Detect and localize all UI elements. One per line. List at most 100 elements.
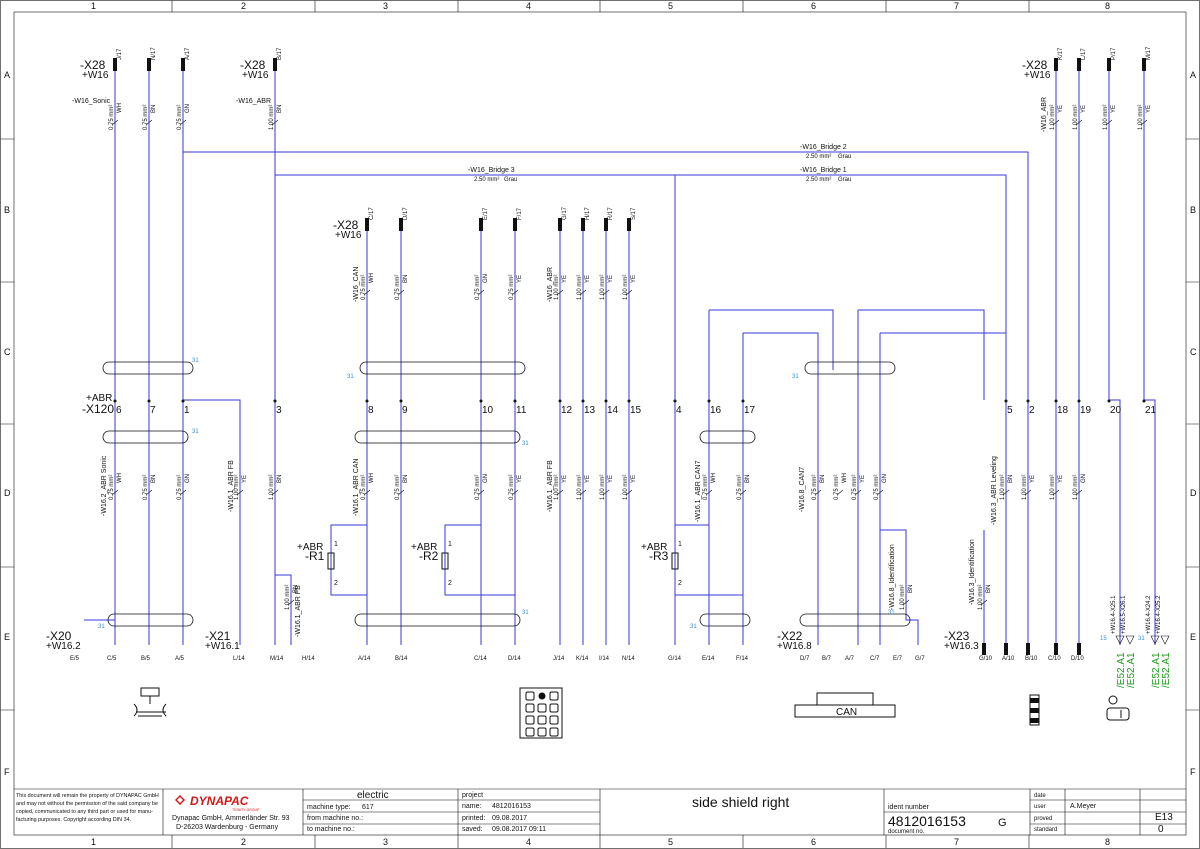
x28-sub-2: +W16	[242, 70, 269, 81]
revision: 0	[1158, 824, 1164, 835]
resistor-pin: 1	[334, 541, 338, 548]
pin-label: E/5	[70, 656, 80, 662]
x28-sub-1: +W16	[82, 70, 109, 81]
wire-color: YE	[1058, 475, 1064, 483]
wire-color: BN	[293, 585, 299, 593]
wire-color: YE	[562, 475, 568, 483]
wire-color: WH	[369, 473, 375, 483]
address-2: D-26203 Wardenburg - Germany	[176, 824, 279, 831]
row-letter: D	[4, 488, 11, 498]
column-number: 5	[668, 1, 673, 11]
wire-color: BN	[151, 105, 157, 113]
pin-label: D/14	[508, 656, 521, 662]
row-letter: A	[4, 70, 10, 80]
resistor-pin: 2	[448, 580, 452, 587]
terminal-number: 17	[744, 405, 756, 416]
svg-text:-W16.8_CAN7: -W16.8_CAN7	[799, 467, 806, 512]
pin-label: E/17	[483, 207, 489, 220]
terminal-number: 12	[561, 405, 573, 416]
title-block: This document will remain the property o…	[14, 788, 1186, 835]
connector-pin	[513, 218, 517, 231]
keypad-key	[549, 703, 559, 713]
pin-label: J/14	[553, 656, 565, 662]
wire-size: 1.00 mm²	[1138, 105, 1144, 130]
pin-label: E/14	[702, 656, 715, 662]
svg-text:standard: standard	[1034, 827, 1057, 833]
wire-color: YE	[608, 275, 614, 283]
x23-label: -X23	[944, 629, 970, 643]
x20-label: -X20	[46, 629, 72, 643]
light-sensor-icon	[1106, 695, 1130, 721]
pin-label: B/7	[822, 656, 832, 662]
pin-label: C/5	[107, 656, 117, 662]
x28-label-3: -X28	[333, 218, 359, 232]
svg-text:Grau: Grau	[838, 177, 851, 183]
connector-pin	[581, 218, 585, 231]
x22-label: -X22	[777, 629, 803, 643]
pin-label: D/10	[1071, 656, 1084, 662]
row-letter: F	[4, 767, 10, 777]
svg-text:to machine no.:: to machine no.:	[307, 826, 355, 833]
connector-plug	[982, 643, 986, 655]
wire-size: 1.00 mm²	[577, 275, 583, 300]
sheet-number: E13	[1155, 812, 1173, 823]
pin-label: C/7	[870, 656, 880, 662]
pin-label: A/14	[358, 656, 371, 662]
printed-date: 09.08.2017	[492, 815, 527, 822]
pin-label: A/10	[1002, 656, 1015, 662]
pin-label: F/17	[517, 207, 523, 220]
ident-suffix: G	[998, 817, 1007, 829]
sensor-bar-icon	[1029, 694, 1040, 726]
svg-text:-W16.1_ABR FB: -W16.1_ABR FB	[228, 460, 235, 512]
wire-color: YE	[631, 275, 637, 283]
pin-label: G/7	[915, 656, 925, 662]
resistor-body	[671, 552, 679, 570]
svg-text:Grau: Grau	[504, 177, 517, 183]
connector-plug	[1026, 643, 1030, 655]
x28-sub-3: +W16	[335, 230, 362, 241]
wire-color: BN	[745, 475, 751, 483]
wire-size: 1.00 mm²	[1022, 475, 1028, 500]
pin-label: H/14	[302, 656, 315, 662]
wire-size: 1.00 mm²	[1050, 475, 1056, 500]
terminal-number: 3	[276, 405, 282, 416]
green-ref-small: +W16.4-X25.2	[1156, 595, 1162, 634]
x28-label-1: -X28	[80, 58, 106, 72]
green-ref: /E52.A1	[1126, 652, 1137, 688]
connector-pin	[365, 218, 369, 231]
shield-loops	[102, 361, 911, 627]
inner-frame	[13, 11, 1187, 836]
terminal-number: 16	[710, 405, 722, 416]
wire-size: 1.00 mm²	[1073, 475, 1079, 500]
svg-text:-W16.8_Identification: -W16.8_Identification	[889, 544, 896, 610]
green-ref-small: +W16.4-X24.2	[1146, 595, 1152, 634]
cable-number-15: 15	[1100, 636, 1107, 642]
wire-color: WH	[842, 473, 848, 483]
resistor-id: -R3	[649, 549, 669, 563]
wire-size: 0.75 mm²	[143, 475, 149, 500]
keypad-icon	[519, 687, 563, 739]
column-number: 4	[526, 837, 531, 847]
connector-pin	[558, 218, 562, 231]
column-number: 2	[241, 1, 246, 11]
connector-pin	[113, 58, 117, 71]
wire-color: BN	[986, 585, 992, 593]
resistor-id: -R1	[305, 549, 325, 563]
wire-size: 0.75 mm²	[475, 475, 481, 500]
cable-w16-sonic: -W16_Sonic	[72, 98, 111, 105]
wire-color: BN	[277, 475, 283, 483]
terminal-number: 13	[584, 405, 596, 416]
wire-color: WH	[117, 473, 123, 483]
svg-text:-W16_ABR: -W16_ABR	[1041, 97, 1048, 132]
x120-terminal-strip: +ABR -X120	[82, 393, 114, 416]
column-number: 6	[811, 837, 816, 847]
wire-color: YE	[1030, 475, 1036, 483]
wire-color: YE	[860, 475, 866, 483]
svg-text:-W16.1_ABR FB: -W16.1_ABR FB	[547, 460, 554, 512]
svg-text:name:: name:	[462, 803, 482, 810]
connector-pin	[273, 58, 277, 71]
svg-text:-W16_CAN: -W16_CAN	[353, 267, 360, 302]
svg-text:+W16.2: +W16.2	[46, 641, 81, 652]
